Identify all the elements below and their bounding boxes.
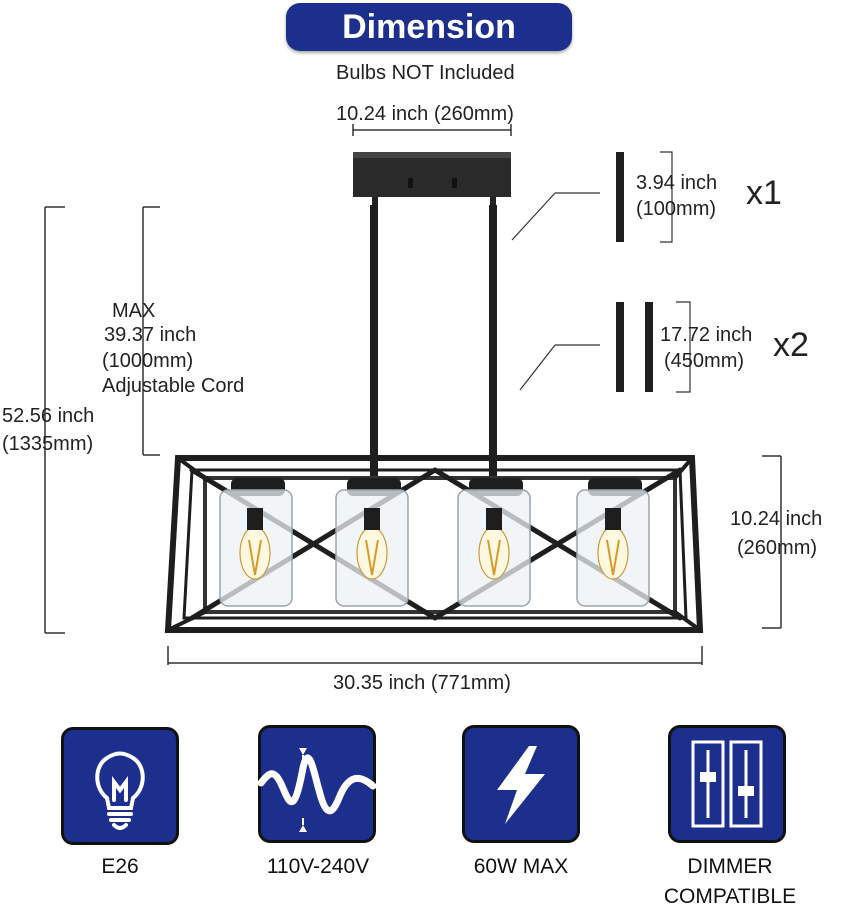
rod-long-qty: x2	[773, 326, 809, 364]
feature-wattage-label: 60W MAX	[473, 855, 569, 878]
rod-short-length: 3.94 inch	[636, 172, 718, 194]
feature-dimmer	[668, 725, 786, 843]
cage-height-bracket	[762, 455, 782, 629]
leader-line-short	[511, 192, 556, 241]
feature-e26-label: E26	[101, 855, 139, 878]
cord-max-label: MAX	[112, 300, 156, 322]
bulb-icon	[95, 751, 145, 830]
feature-voltage-label: 110V-240V	[266, 855, 370, 878]
lamp-2	[335, 478, 409, 607]
total-height-length: 52.56 inch	[2, 405, 95, 427]
dimmer-switch-icon	[691, 740, 763, 828]
rod-short-mm: (100mm)	[636, 198, 717, 220]
cage-height-mm: (260mm)	[737, 537, 818, 559]
rod-short-qty: x1	[746, 174, 782, 212]
rod-long-mm: (450mm)	[664, 350, 745, 372]
cord-mm: (1000mm)	[102, 350, 194, 372]
loose-rod-short	[616, 152, 624, 242]
rod-long-length: 17.72 inch	[660, 324, 753, 346]
lamp-3	[457, 478, 531, 607]
feature-dimmer-label-line2: COMPATIBLE	[663, 885, 797, 908]
canopy-width-bracket	[352, 124, 512, 136]
lamp-4	[576, 478, 650, 607]
loose-rod-long-2	[645, 302, 653, 392]
canopy	[353, 152, 511, 207]
cage-height-length: 10.24 inch	[730, 508, 823, 530]
cord-note: Adjustable Cord	[102, 375, 245, 397]
cord-height-bracket	[142, 206, 160, 456]
total-height-mm: (1335mm)	[2, 433, 94, 455]
feature-e26	[61, 727, 179, 845]
loose-rod-long-1	[616, 302, 624, 392]
cord-length: 39.37 inch	[104, 324, 197, 346]
subtitle: Bulbs NOT Included	[336, 62, 515, 84]
rod-left	[370, 205, 378, 477]
leader-line-long	[519, 344, 556, 391]
fixture-illustration	[44, 124, 782, 665]
feature-wattage	[462, 725, 580, 843]
feature-voltage	[257, 725, 377, 843]
lamp-1	[219, 478, 293, 607]
voltage-wave-icon	[257, 748, 377, 832]
canopy-width-label: 10.24 inch (260mm)	[336, 103, 514, 125]
total-height-bracket	[44, 206, 65, 634]
cage-width-label: 30.35 inch (771mm)	[333, 672, 511, 694]
cage-width-bracket	[167, 646, 703, 665]
page-title: Dimension	[286, 3, 572, 51]
lightning-icon	[497, 746, 545, 824]
feature-dimmer-label-line1: DIMMER	[687, 855, 773, 878]
rod-right	[489, 205, 497, 477]
